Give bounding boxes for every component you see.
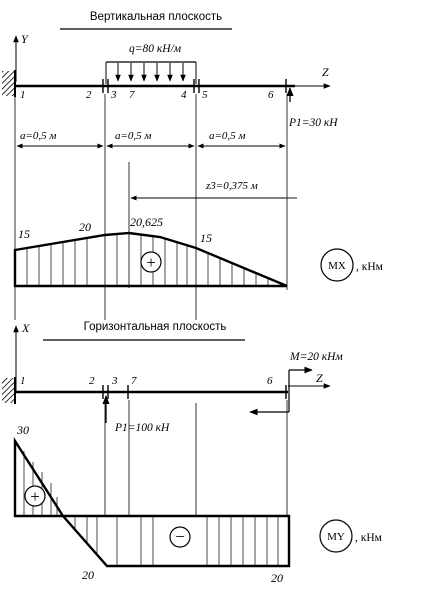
- dimension-a-1: a=0,5 м: [20, 130, 56, 142]
- x-axis-label: X: [21, 321, 30, 335]
- h-point-6-label: 6: [267, 375, 273, 387]
- dimension-z3-label: z3=0,375 м: [205, 180, 258, 192]
- my-value-20-right: 20: [271, 571, 283, 585]
- point-2-label: 2: [86, 89, 92, 101]
- mx-value-15-right: 15: [200, 231, 212, 245]
- beam-node-ticks: [103, 79, 286, 93]
- mx-plus-sign-circle: [141, 252, 161, 272]
- z-axis-label-vertical: Z: [322, 65, 329, 79]
- horizontal-plane-title: Горизонтальная плоскость: [84, 321, 227, 333]
- dimension-a-2: a=0,5 м: [115, 130, 151, 142]
- my-diagram-positive-outline: [15, 441, 63, 516]
- mx-diagram-hatching: [27, 234, 268, 286]
- point-7-label: 7: [129, 89, 135, 101]
- my-legend-label: MY: [327, 531, 345, 543]
- my-minus-sign-circle: [170, 527, 190, 547]
- point-6-label: 6: [268, 89, 274, 101]
- fixed-support-hatch-horizontal: [2, 378, 15, 403]
- h-point-3-label: 3: [111, 375, 118, 387]
- mx-plus-sign: +: [146, 253, 156, 272]
- fixed-support-hatch: [2, 71, 15, 96]
- my-plus-sign: +: [30, 487, 40, 506]
- mx-value-20: 20: [79, 220, 91, 234]
- my-plus-sign-circle: [25, 486, 45, 506]
- mx-value-20625: 20,625: [130, 215, 163, 229]
- distributed-load-q: [106, 62, 196, 84]
- point-5-label: 5: [202, 89, 208, 101]
- my-legend-circle: [320, 520, 352, 552]
- horizontal-plane-section: Горизонтальная плоскость X Z 1 2 3 7 6 M…: [2, 321, 383, 585]
- h-point-2-label: 2: [89, 375, 95, 387]
- my-value-30: 30: [16, 423, 29, 437]
- my-minus-sign: −: [175, 527, 185, 546]
- force-p1-label-vertical: P1=30 кН: [288, 117, 338, 129]
- vertical-plane-section: Вертикальная плоскость Y Z: [2, 11, 384, 320]
- vertical-plane-title: Вертикальная плоскость: [90, 11, 222, 23]
- h-point-7-label: 7: [131, 375, 137, 387]
- h-point-1-label: 1: [20, 375, 26, 387]
- mx-legend-circle: [321, 249, 353, 281]
- point-4-label: 4: [181, 89, 187, 101]
- dimension-a-3: a=0,5 м: [209, 130, 245, 142]
- y-axis-label: Y: [21, 32, 29, 46]
- my-diagram-negative-hatching: [75, 516, 278, 566]
- load-q-label: q=80 кН/м: [129, 43, 182, 55]
- my-unit-label: , кНм: [355, 532, 383, 544]
- extension-lines-horizontal: [105, 400, 287, 516]
- extension-lines-vertical: [15, 94, 287, 320]
- moment-m-label: M=20 кНм: [289, 351, 343, 363]
- moment-m-symbol: [249, 366, 313, 416]
- my-diagram-negative-outline: [63, 516, 289, 566]
- mx-unit-label: , кНм: [356, 261, 384, 273]
- mx-value-15-left: 15: [18, 227, 30, 241]
- z-axis-label-horizontal: Z: [316, 371, 323, 385]
- mx-legend-label: MX: [328, 260, 346, 272]
- point-1-label: 1: [20, 89, 26, 101]
- mx-diagram-outline: [15, 233, 287, 286]
- point-3-label: 3: [110, 89, 117, 101]
- my-value-20-left: 20: [82, 568, 94, 582]
- force-p1-label-horizontal: P1=100 кН: [114, 422, 170, 434]
